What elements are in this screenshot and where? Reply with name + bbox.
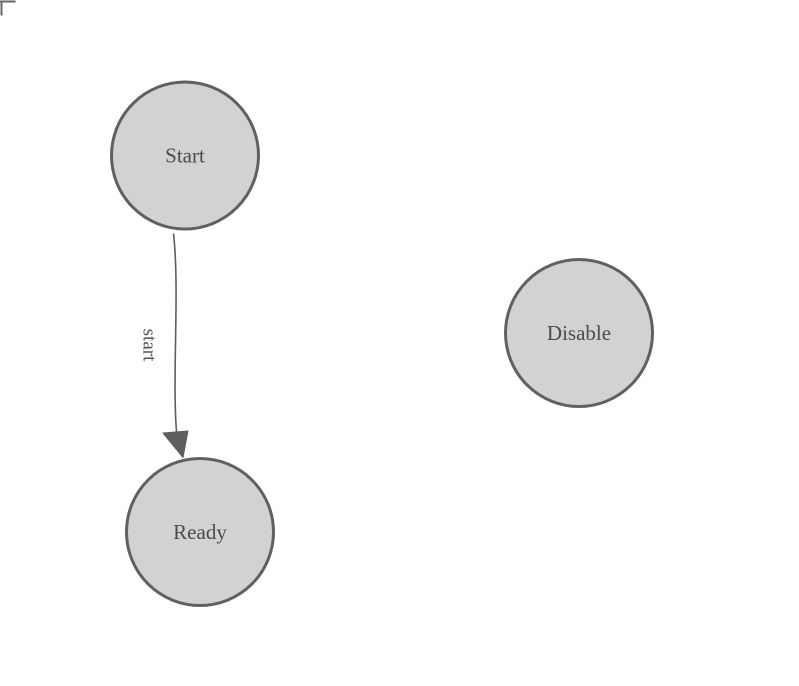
state-node-disable[interactable]: Disable (504, 258, 654, 408)
state-node-start[interactable]: Start (110, 80, 260, 231)
state-circle (125, 457, 275, 607)
state-circle (110, 80, 260, 231)
arrowhead-icon (162, 430, 189, 458)
transition-path[interactable] (172, 233, 178, 438)
state-label: Disable (547, 321, 611, 345)
state-label: Start (165, 144, 205, 168)
state-node-ready[interactable]: Ready (125, 457, 275, 607)
canvas-origin-marker (0, 0, 16, 16)
transition-edge-start-ready[interactable]: start (139, 233, 189, 458)
state-circle (504, 258, 654, 408)
transition-label[interactable]: start (139, 329, 160, 362)
state-label: Ready (173, 520, 227, 544)
